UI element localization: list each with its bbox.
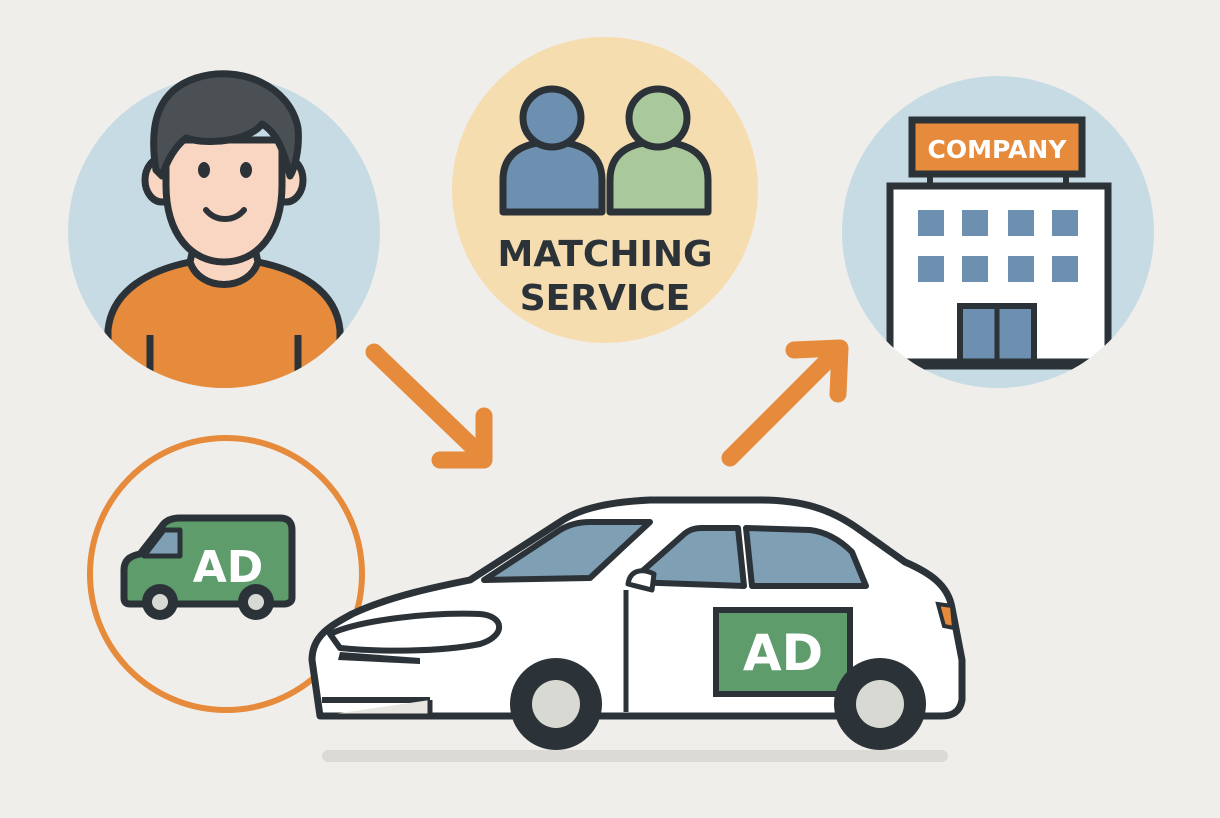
company-sign xyxy=(908,116,1086,178)
car-hub-rear xyxy=(856,680,904,728)
van-ad-label: AD xyxy=(193,542,264,593)
van-circle-outline xyxy=(87,435,365,713)
matching-people-icon xyxy=(499,85,712,216)
matching-label-line1: MATCHING xyxy=(497,234,712,275)
car-shadow xyxy=(322,750,948,762)
company-sign-label: COMPANY xyxy=(928,135,1068,164)
car-grille xyxy=(338,652,420,664)
car-windshield xyxy=(481,519,653,583)
person-smile xyxy=(203,207,247,222)
person-eye-left xyxy=(198,162,210,178)
company-window xyxy=(962,210,988,236)
arrow-person-to-car-head xyxy=(431,407,493,469)
arrow-icon xyxy=(721,339,849,467)
person-face xyxy=(162,136,286,266)
company-window xyxy=(1008,256,1034,282)
car-bumper xyxy=(320,700,433,719)
matching-label-line2: SERVICE xyxy=(520,278,691,319)
company-window xyxy=(1008,210,1034,236)
matching-person-left-body xyxy=(499,138,606,216)
van-hub-front xyxy=(152,594,168,610)
arrow-icon xyxy=(365,343,493,469)
car-ad-panel xyxy=(713,607,853,697)
arrow-car-to-company-shaft xyxy=(721,345,843,467)
van-window xyxy=(141,527,183,559)
ad-van-icon: AD xyxy=(87,435,365,713)
matching-person-right-body xyxy=(606,138,712,216)
car-hub-front xyxy=(532,680,580,728)
company-window xyxy=(962,256,988,282)
car-mirror xyxy=(625,568,657,593)
matching-person-right-head xyxy=(625,85,691,151)
company-window xyxy=(918,210,944,236)
car-front-window xyxy=(627,525,747,589)
car-tail-light xyxy=(935,601,957,631)
company-window xyxy=(918,256,944,282)
car-rear-window xyxy=(743,525,869,589)
company-window xyxy=(1052,256,1078,282)
person-hair xyxy=(150,70,302,180)
car-headlight xyxy=(327,610,502,654)
car-ad-label: AD xyxy=(743,624,823,682)
person-icon xyxy=(68,70,380,388)
company-window xyxy=(1052,210,1078,236)
company-building-icon: COMPANY xyxy=(842,76,1154,388)
van-hub-rear xyxy=(248,594,264,610)
ad-car-icon: AD xyxy=(308,496,966,762)
person-eye-right xyxy=(240,162,252,178)
arrow-person-to-car-shaft xyxy=(365,343,487,461)
arrow-car-to-company-head xyxy=(785,339,849,403)
matching-service-node: MATCHING SERVICE xyxy=(452,37,758,343)
matching-person-left-head xyxy=(519,85,585,151)
